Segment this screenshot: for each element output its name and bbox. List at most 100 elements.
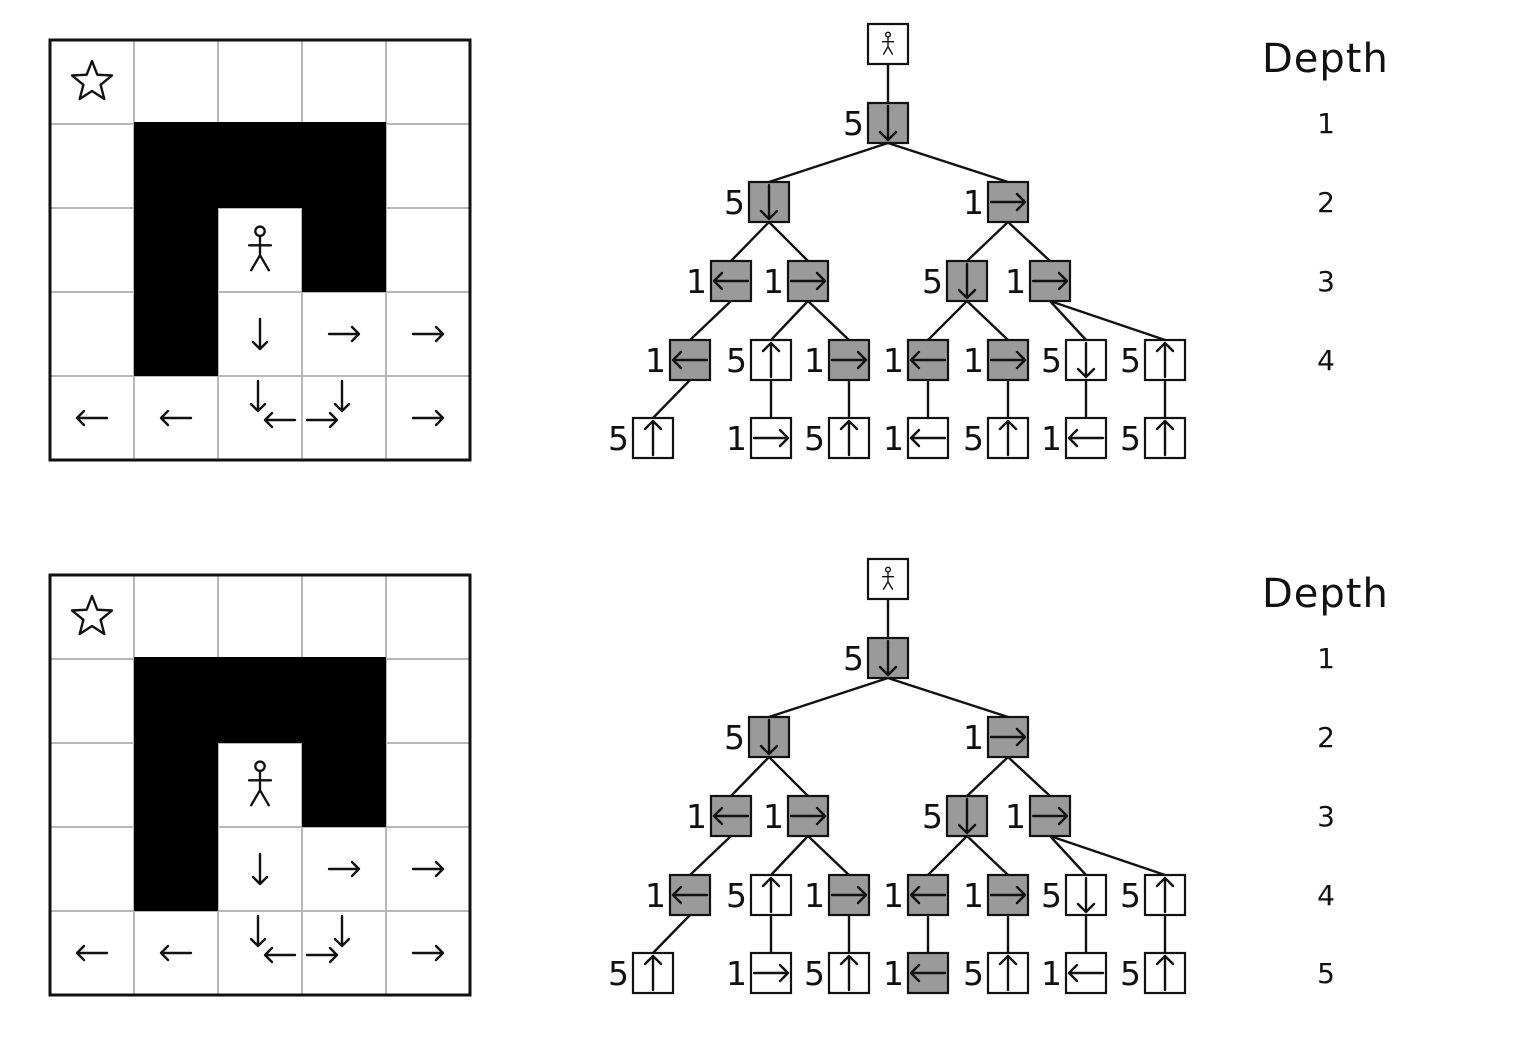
maze-arrow-down-icon: [249, 914, 267, 948]
node-arrow-right-icon: [789, 806, 827, 826]
tree-node: 5: [1120, 416, 1187, 460]
tree-node: 1: [804, 873, 871, 917]
node-arrow-left-icon: [671, 885, 709, 905]
node-cost-label: 1: [1041, 419, 1062, 458]
tree-root-node: [866, 22, 910, 66]
node-cost-label: 5: [726, 876, 747, 915]
tree-node: 1: [1005, 794, 1072, 838]
tree-node: 1: [883, 951, 950, 995]
maze-arrow-left-icon: [159, 944, 193, 962]
tree-edges: [652, 599, 1167, 954]
agent-stick-figure-icon: [247, 760, 273, 807]
tree-node: 5: [1041, 873, 1108, 917]
tree-edge: [652, 379, 691, 419]
tree-node: 1: [1005, 259, 1072, 303]
node-arrow-right-icon: [789, 271, 827, 291]
maze-arrow-right-icon: [411, 325, 445, 343]
node-cost-label: 1: [883, 876, 904, 915]
node-arrow-down-icon: [759, 718, 779, 756]
root-stick-figure-icon: [881, 31, 895, 55]
node-cost-label: 1: [686, 797, 707, 836]
tree-node: 1: [763, 259, 830, 303]
tree-edge: [770, 300, 809, 341]
maze-bottom: [48, 573, 472, 997]
node-cost-label: 5: [804, 419, 825, 458]
tree-edge: [966, 300, 1009, 341]
node-arrow-right-icon: [830, 350, 868, 370]
depth-level: 1: [1317, 642, 1335, 675]
node-arrow-right-icon: [989, 727, 1027, 747]
maze-arrow-right-icon: [411, 409, 445, 427]
maze-arrow-down-icon: [333, 914, 351, 948]
tree-edge: [1007, 221, 1051, 262]
node-arrow-up-icon: [1155, 876, 1175, 914]
tree-node: 5: [608, 416, 675, 460]
node-cost-label: 1: [883, 954, 904, 993]
node-cost-label: 1: [1041, 954, 1062, 993]
tree-edge: [1049, 834, 1166, 877]
node-arrow-right-icon: [1031, 806, 1069, 826]
node-cost-label: 5: [608, 419, 629, 458]
node-cost-label: 5: [804, 954, 825, 993]
node-cost-label: 5: [922, 262, 943, 301]
depth-level: 4: [1317, 344, 1335, 377]
depth-header: Depth: [1262, 571, 1389, 617]
depth-level: 1: [1317, 107, 1335, 140]
tree-edge: [966, 221, 1009, 262]
maze-frame: [48, 38, 472, 462]
node-cost-label: 5: [843, 104, 864, 143]
node-arrow-down-icon: [878, 639, 898, 677]
tree-node: 5: [963, 951, 1030, 995]
node-cost-label: 1: [686, 262, 707, 301]
maze-wall: [134, 122, 386, 376]
node-arrow-up-icon: [1155, 419, 1175, 457]
node-cost-label: 1: [763, 262, 784, 301]
tree-edge: [1049, 299, 1166, 342]
node-arrow-up-icon: [643, 419, 663, 457]
node-cost-label: 1: [726, 954, 747, 993]
tree-node: 1: [686, 259, 753, 303]
node-cost-label: 1: [963, 718, 984, 757]
tree-edge: [730, 756, 770, 797]
maze-arrow-down-icon: [333, 379, 351, 413]
node-cost-label: 5: [843, 639, 864, 678]
tree-node: 5: [804, 951, 871, 995]
maze-arrow-right-icon: [411, 860, 445, 878]
tree-edge: [887, 676, 1009, 719]
node-cost-label: 1: [726, 419, 747, 458]
node-arrow-up-icon: [643, 954, 663, 992]
node-arrow-up-icon: [1155, 341, 1175, 379]
node-cost-label: 1: [883, 341, 904, 380]
tree-node: 5: [726, 873, 793, 917]
tree-node: 1: [763, 794, 830, 838]
tree-node: 1: [963, 715, 1030, 759]
node-cost-label: 5: [1041, 341, 1062, 380]
root-stick-figure-icon: [881, 566, 895, 590]
node-cost-label: 5: [1120, 954, 1141, 993]
node-arrow-right-icon: [752, 963, 790, 983]
node-cost-label: 5: [1120, 876, 1141, 915]
maze-arrow-left-icon: [263, 411, 297, 429]
tree-node: 1: [1041, 416, 1108, 460]
tree-root-node: [866, 557, 910, 601]
node-arrow-left-icon: [671, 350, 709, 370]
node-cost-label: 5: [963, 419, 984, 458]
maze-arrow-left-icon: [75, 409, 109, 427]
star-icon: [70, 594, 114, 636]
node-arrow-down-icon: [759, 183, 779, 221]
tree-node: 1: [645, 338, 712, 382]
node-arrow-up-icon: [839, 419, 859, 457]
node-arrow-up-icon: [1155, 954, 1175, 992]
node-arrow-up-icon: [761, 341, 781, 379]
node-cost-label: 1: [963, 341, 984, 380]
node-cost-label: 5: [608, 954, 629, 993]
node-cost-label: 1: [645, 876, 666, 915]
node-arrow-down-icon: [878, 104, 898, 142]
tree-node: 5: [804, 416, 871, 460]
node-cost-label: 1: [763, 797, 784, 836]
